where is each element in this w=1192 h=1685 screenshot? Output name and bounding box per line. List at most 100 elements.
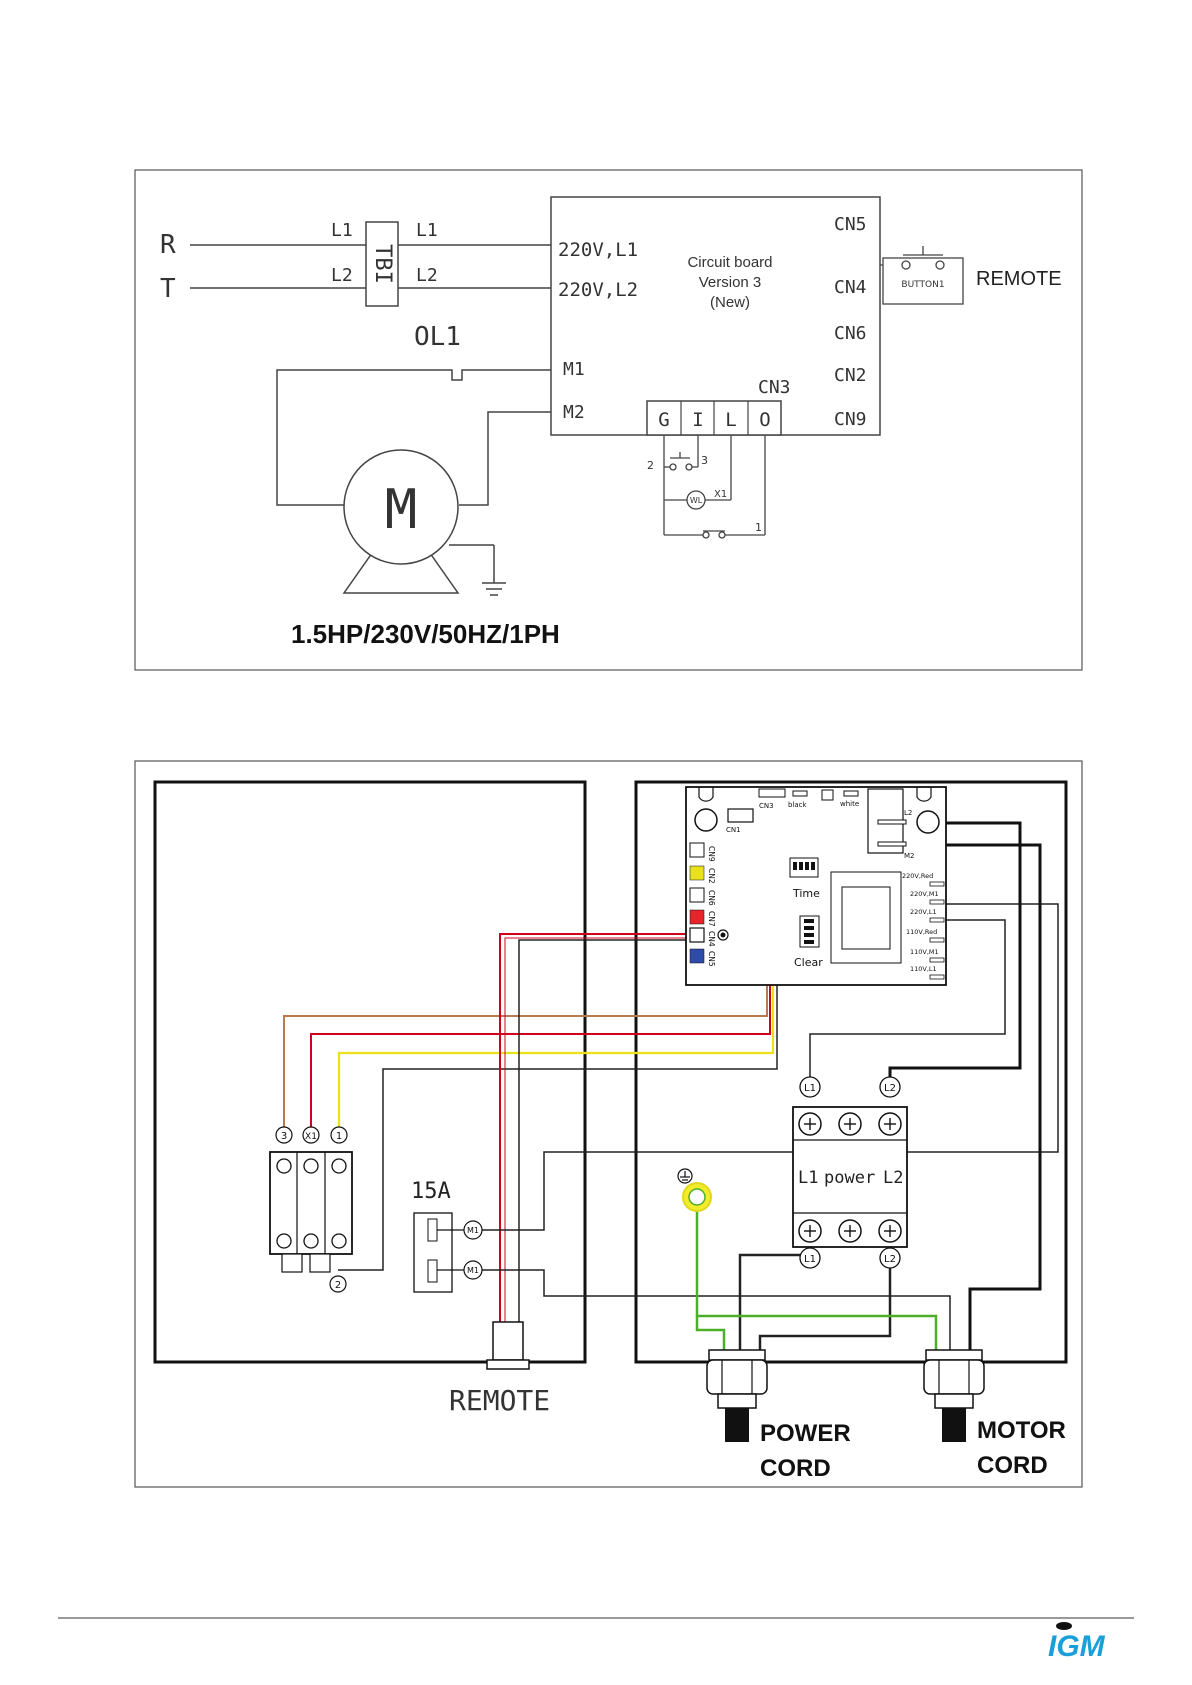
igm-logo: IGM [1048, 1622, 1106, 1663]
breaker-bottom-wire [482, 1269, 951, 1350]
power-top-l2-label: L2 [884, 1083, 896, 1094]
terminal-block [365, 221, 399, 307]
switch-terminal-3: 3 [701, 454, 708, 467]
terminal-block-label: TBI [370, 244, 395, 284]
remote-label: REMOTE [976, 268, 1062, 290]
cn3-terminal-g: G [658, 409, 669, 431]
warning-lamp-label: WL [690, 496, 703, 505]
ground-screw-head [688, 1188, 706, 1206]
pcb-l2-tab [877, 819, 907, 825]
remote-socket-flange [486, 1359, 530, 1370]
contact-terminal-1: 1 [755, 521, 762, 534]
circuit-board [550, 196, 881, 436]
motor-label: M [385, 478, 418, 541]
tap-110v-red: 110V,Red [906, 928, 937, 936]
pcb-white-tab [843, 790, 859, 797]
board-title-line2: Version 3 [699, 274, 762, 291]
ground-icon [677, 1168, 693, 1184]
pcb-transformer-core [841, 886, 891, 950]
tap-pin [929, 917, 945, 923]
pcb-mount-hole [694, 808, 718, 832]
breaker-m1-bottom-label: M1 [467, 1266, 479, 1275]
pcb-cn9-connector [689, 842, 705, 858]
breaker-slot [427, 1218, 438, 1242]
lamp-tag: X1 [714, 489, 727, 500]
tap-pin [929, 957, 945, 963]
power-top-l2-icon [879, 1076, 901, 1098]
board-m2: M2 [563, 402, 585, 423]
pcb-cn4-label: CN4 [707, 931, 716, 947]
pcb-white-label: white [840, 800, 859, 808]
dip-lever [811, 862, 815, 870]
power-block-l1: L1 [798, 1168, 818, 1188]
line-r-label: R [160, 230, 176, 260]
power-terminal-block [792, 1106, 908, 1248]
pcb-cn5-connector [689, 948, 705, 964]
switch-terminal-2: 2 [647, 459, 654, 472]
pcb-cn7-connector [689, 909, 705, 925]
tap-110v-l1: 110V,L1 [910, 965, 937, 973]
motor-cord-label-1: MOTOR [977, 1417, 1066, 1444]
dip-lever [804, 926, 814, 930]
warning-lamp-icon [686, 490, 706, 510]
board-title-line1: Circuit board [687, 254, 772, 271]
pcb-cn6-connector [689, 887, 705, 903]
button1-label: BUTTON1 [901, 280, 944, 290]
pcb-indicator-led-dot [720, 932, 726, 938]
pcb-black-tab [792, 790, 808, 797]
pcb-cn2-label: CN2 [707, 868, 716, 884]
dip-lever [804, 933, 814, 937]
board-input-l1: 220V,L1 [558, 239, 638, 261]
wiring-frame [134, 760, 1083, 1488]
cn3-terminal-o: O [759, 409, 770, 431]
tap-pin [929, 974, 945, 980]
tap-pin [929, 881, 945, 887]
switch-terminal-x1-icon [302, 1126, 320, 1144]
switch-label-1: 1 [336, 1131, 342, 1142]
motor-cord-gland [923, 1349, 985, 1442]
switch-label-x1: X1 [305, 1132, 317, 1142]
switch-terminal-2-icon [329, 1275, 347, 1293]
power-bottom-l2-label: L2 [884, 1254, 896, 1265]
tb-in-l2: L2 [331, 265, 353, 286]
power-bottom-l2-icon [879, 1247, 901, 1269]
pcb-component [821, 789, 834, 801]
line-t-label: T [160, 274, 176, 304]
cn3-terminal-l: L [725, 409, 736, 431]
pcb-cn1-connector [727, 808, 754, 823]
control-box-panel [634, 780, 1068, 1364]
clear-dip-switch [799, 915, 820, 948]
motor-spec: 1.5HP/230V/50HZ/1PH [291, 619, 560, 649]
remote-socket-label: REMOTE [449, 1384, 550, 1417]
switch-label-2: 2 [335, 1280, 341, 1291]
switch-terminal-3-icon [275, 1126, 293, 1144]
motor-cord-label-2: CORD [977, 1452, 1048, 1479]
pcb-notch [698, 787, 714, 802]
remote-socket [492, 1321, 524, 1361]
dip-lever [799, 862, 803, 870]
power-l1-to-board [809, 919, 1006, 1087]
tap-pin [929, 899, 945, 905]
breaker-slot [427, 1259, 438, 1283]
tap-110v-m1: 110V,M1 [910, 948, 939, 956]
pcb-notch [916, 787, 932, 802]
pcb-cn6-label: CN6 [707, 890, 716, 906]
power-l2-to-board [888, 821, 1022, 1087]
power-cord-label-1: POWER [760, 1420, 851, 1447]
board-title-line3: (New) [710, 294, 750, 311]
schematic-frame [134, 169, 1083, 671]
power-top-l1-icon [799, 1076, 821, 1098]
black-wire-remote [518, 939, 695, 1322]
motor-wiring [276, 369, 551, 596]
tb-in-l1: L1 [331, 220, 353, 241]
board-m1: M1 [563, 359, 585, 380]
ground-wire-motor [695, 1200, 938, 1350]
board-input-l2: 220V,L2 [558, 279, 638, 301]
schematic-diagram: R T TBI L1 L2 L1 L2 220V,L1 220V,L2 Circ… [134, 169, 1083, 671]
red-wire-remote-2 [504, 937, 695, 1322]
motor-cord-wire [905, 843, 1042, 1350]
logo-dot [1056, 1622, 1072, 1630]
switch-label-3: 3 [281, 1131, 287, 1142]
power-cord-label-2: CORD [760, 1455, 831, 1482]
board-cn4: CN4 [834, 277, 867, 298]
